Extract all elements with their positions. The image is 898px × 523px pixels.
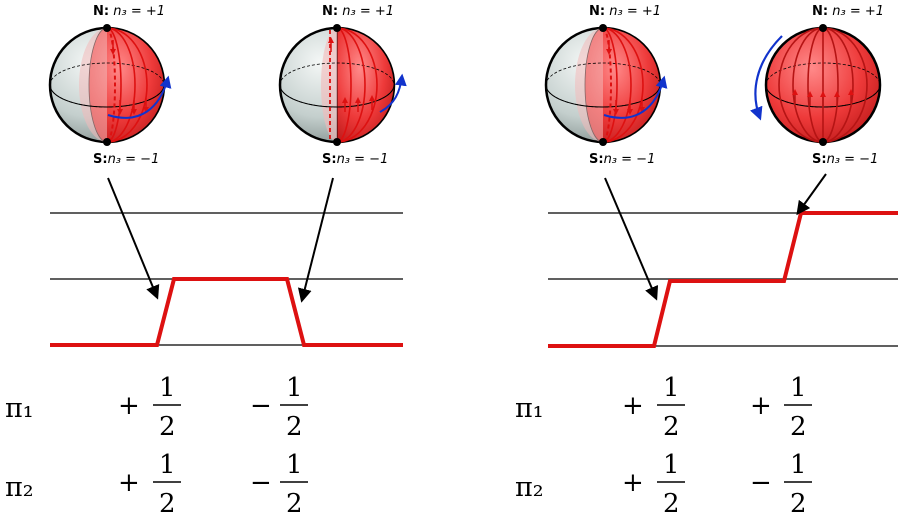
svg-text:2: 2 <box>663 412 680 442</box>
svg-text:2: 2 <box>159 412 176 442</box>
right-pi1-charge-1: + 1 2 <box>622 373 685 442</box>
left-pi2-charge-2: − 1 2 <box>250 450 308 519</box>
svg-text:2: 2 <box>286 412 303 442</box>
svg-text:+: + <box>118 391 140 421</box>
svg-text:1: 1 <box>790 373 807 403</box>
right-arrow-to-first-kink <box>604 177 659 301</box>
right-pi1-symbol: π₁ <box>515 393 544 424</box>
sphere-1 <box>48 24 172 146</box>
right-pi2-charge-2: − 1 2 <box>750 450 812 519</box>
left-pi1-symbol: π₁ <box>5 393 34 424</box>
svg-text:−: − <box>250 468 272 498</box>
svg-text:2: 2 <box>790 489 807 519</box>
left-pi2-symbol: π₂ <box>5 472 34 503</box>
right-double-kink-profile <box>548 211 898 348</box>
svg-text:1: 1 <box>286 373 303 403</box>
right-pi2-charge-1: + 1 2 <box>622 450 685 519</box>
right-charges: π₁ π₂ + 1 2 + 1 2 + 1 2 − 1 2 <box>515 373 812 519</box>
right-arrow-to-second-kink <box>796 173 827 216</box>
svg-text:1: 1 <box>286 450 303 480</box>
svg-text:1: 1 <box>663 450 680 480</box>
svg-text:+: + <box>622 468 644 498</box>
sphere-2 <box>278 24 407 146</box>
sphere-3-south-label: S:n₃ = −1 <box>589 152 655 167</box>
left-kink-antikink-profile <box>50 277 403 347</box>
svg-text:1: 1 <box>790 450 807 480</box>
sphere-3 <box>544 24 668 146</box>
sphere-1-north-label: N: n₃ = +1 <box>93 4 165 19</box>
svg-text:1: 1 <box>159 373 176 403</box>
right-pi1-charge-2: + 1 2 <box>750 373 812 442</box>
sphere-4 <box>750 24 882 146</box>
svg-text:2: 2 <box>286 489 303 519</box>
left-pi1-charge-1: + 1 2 <box>118 373 181 442</box>
sphere-4-south-label: S:n₃ = −1 <box>812 152 878 167</box>
sphere-4-north-label: N: n₃ = +1 <box>812 4 884 19</box>
sphere-2-south-label: S:n₃ = −1 <box>322 152 388 167</box>
left-charges: π₁ π₂ + 1 2 − 1 2 + 1 2 − 1 2 <box>5 373 308 519</box>
svg-text:1: 1 <box>663 373 680 403</box>
svg-text:1: 1 <box>159 450 176 480</box>
svg-text:2: 2 <box>159 489 176 519</box>
left-arrow-to-kink <box>107 177 160 300</box>
sphere-3-north-label: N: n₃ = +1 <box>589 4 661 19</box>
sphere-1-south-label: S:n₃ = −1 <box>93 152 159 167</box>
svg-text:+: + <box>118 468 140 498</box>
svg-text:2: 2 <box>663 489 680 519</box>
left-pi1-charge-2: − 1 2 <box>250 373 308 442</box>
sphere-2-north-label: N: n₃ = +1 <box>322 4 394 19</box>
left-pi2-charge-1: + 1 2 <box>118 450 181 519</box>
svg-text:−: − <box>750 468 772 498</box>
right-pi2-symbol: π₂ <box>515 472 544 503</box>
svg-text:−: − <box>250 391 272 421</box>
svg-text:2: 2 <box>790 412 807 442</box>
svg-text:+: + <box>622 391 644 421</box>
svg-text:+: + <box>750 391 772 421</box>
left-arrow-to-antikink <box>297 177 334 303</box>
